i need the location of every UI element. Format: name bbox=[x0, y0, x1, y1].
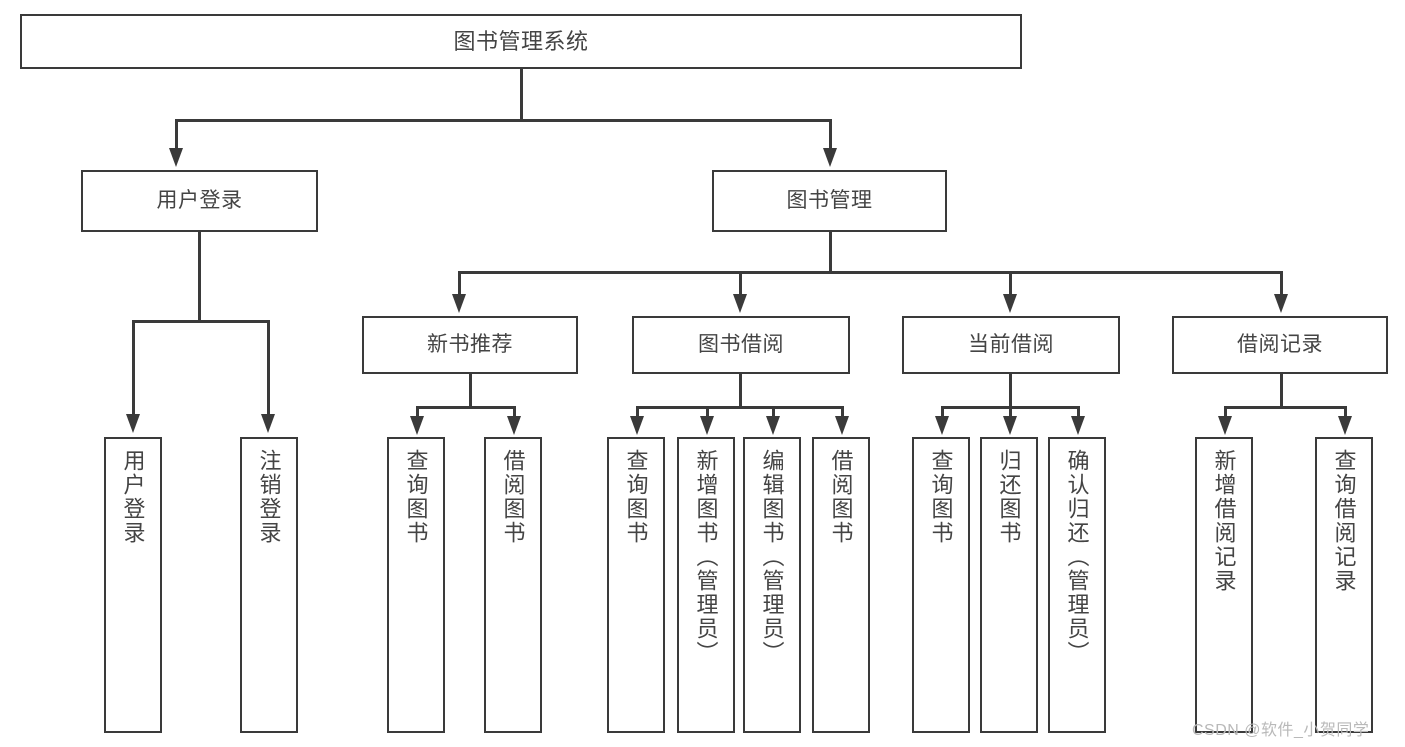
node-user-login[interactable]: 用户登录 bbox=[81, 170, 318, 232]
arrow-to-leaf-borrow-book-2 bbox=[835, 416, 849, 435]
node-book-borrow[interactable]: 图书借阅 bbox=[632, 316, 850, 374]
node-leaf-add-record[interactable]: 新增借阅记录 bbox=[1195, 437, 1253, 733]
node-label: 借阅图书 bbox=[828, 449, 854, 545]
node-borrow-record[interactable]: 借阅记录 bbox=[1172, 316, 1388, 374]
arrow-to-leaf-query-book-3 bbox=[935, 416, 949, 435]
node-label: 用户登录 bbox=[120, 449, 146, 545]
connector-drop-leaf-add-book bbox=[706, 406, 709, 418]
node-leaf-return-book[interactable]: 归还图书 bbox=[980, 437, 1038, 733]
arrow-to-borrow-record bbox=[1274, 294, 1288, 313]
connector-drop-leaf-user-logout bbox=[267, 320, 270, 416]
node-label: 注销登录 bbox=[256, 449, 282, 545]
arrow-to-leaf-user-logout bbox=[261, 414, 275, 433]
arrow-to-leaf-return-book bbox=[1003, 416, 1017, 435]
node-label: 用户登录 bbox=[156, 188, 243, 212]
node-leaf-borrow-book-1[interactable]: 借阅图书 bbox=[484, 437, 542, 733]
node-label: 图书借阅 bbox=[698, 332, 784, 356]
node-label: 新书推荐 bbox=[427, 332, 513, 356]
node-leaf-add-book[interactable]: 新增图书（管理员） bbox=[677, 437, 735, 733]
node-current-borrow[interactable]: 当前借阅 bbox=[902, 316, 1120, 374]
arrow-to-leaf-query-book-1 bbox=[410, 416, 424, 435]
node-leaf-query-book-3[interactable]: 查询图书 bbox=[912, 437, 970, 733]
node-label: 查询图书 bbox=[928, 449, 954, 545]
connector-root-drop-user-login bbox=[175, 119, 178, 150]
connector-new-book-recommend-stem bbox=[469, 374, 472, 408]
connector-drop-leaf-confirm-return bbox=[1077, 406, 1080, 418]
arrow-to-leaf-query-record bbox=[1338, 416, 1352, 435]
connector-borrow-record-stem bbox=[1280, 374, 1283, 408]
connector-new-book-recommend-bus bbox=[416, 406, 515, 409]
node-leaf-query-record[interactable]: 查询借阅记录 bbox=[1315, 437, 1373, 733]
node-label: 图书管理 bbox=[786, 188, 873, 212]
connector-drop-leaf-query-book-3 bbox=[941, 406, 944, 418]
arrow-to-book-management bbox=[823, 148, 837, 167]
arrow-to-user-login bbox=[169, 148, 183, 167]
node-leaf-edit-book[interactable]: 编辑图书（管理员） bbox=[743, 437, 801, 733]
arrow-to-leaf-add-record bbox=[1218, 416, 1232, 435]
node-label: 查询图书 bbox=[403, 449, 429, 545]
node-leaf-user-logout[interactable]: 注销登录 bbox=[240, 437, 298, 733]
node-leaf-query-book-1[interactable]: 查询图书 bbox=[387, 437, 445, 733]
arrow-to-book-borrow bbox=[733, 294, 747, 313]
node-label: 当前借阅 bbox=[968, 332, 1054, 356]
connector-root-bus bbox=[175, 119, 832, 122]
arrow-to-leaf-add-book bbox=[700, 416, 714, 435]
connector-drop-current-borrow bbox=[1009, 271, 1012, 296]
connector-level3-bus bbox=[458, 271, 1282, 274]
connector-drop-leaf-return-book bbox=[1009, 406, 1012, 418]
connector-book-borrow-bus bbox=[636, 406, 843, 409]
node-label: 查询图书 bbox=[623, 449, 649, 545]
connector-book-management-stem bbox=[829, 232, 832, 274]
arrow-to-leaf-borrow-book-1 bbox=[507, 416, 521, 435]
connector-drop-book-borrow bbox=[739, 271, 742, 296]
connector-drop-borrow-record bbox=[1280, 271, 1283, 296]
connector-drop-leaf-borrow-book-2 bbox=[841, 406, 844, 418]
connector-book-borrow-stem bbox=[739, 374, 742, 408]
node-label: 新增图书（管理员） bbox=[693, 449, 719, 665]
connector-current-borrow-stem bbox=[1009, 374, 1012, 408]
node-label: 图书管理系统 bbox=[453, 28, 589, 54]
node-label: 编辑图书（管理员） bbox=[759, 449, 785, 665]
arrow-to-leaf-confirm-return bbox=[1071, 416, 1085, 435]
connector-user-login-stem bbox=[198, 232, 201, 322]
arrow-to-leaf-edit-book bbox=[766, 416, 780, 435]
arrow-to-new-book-recommend bbox=[452, 294, 466, 313]
connector-root-stem bbox=[520, 69, 523, 121]
node-label: 借阅记录 bbox=[1237, 332, 1323, 356]
csdn-watermark: CSDN @软件_小贺同学 bbox=[1192, 722, 1370, 739]
connector-drop-leaf-add-record bbox=[1224, 406, 1227, 418]
node-new-book-recommend[interactable]: 新书推荐 bbox=[362, 316, 578, 374]
connector-drop-new-book-recommend bbox=[458, 271, 461, 296]
node-book-management[interactable]: 图书管理 bbox=[712, 170, 947, 232]
node-label: 查询借阅记录 bbox=[1331, 449, 1357, 593]
connector-drop-leaf-query-book-1 bbox=[416, 406, 419, 418]
connector-user-login-bus bbox=[132, 320, 267, 323]
connector-drop-leaf-query-record bbox=[1344, 406, 1347, 418]
arrow-to-leaf-query-book-2 bbox=[630, 416, 644, 435]
node-leaf-confirm-return[interactable]: 确认归还（管理员） bbox=[1048, 437, 1106, 733]
connector-drop-leaf-query-book-2 bbox=[636, 406, 639, 418]
node-label: 归还图书 bbox=[996, 449, 1022, 545]
connector-root-drop-book-management bbox=[829, 119, 832, 150]
arrow-to-leaf-user-login bbox=[126, 414, 140, 433]
node-leaf-borrow-book-2[interactable]: 借阅图书 bbox=[812, 437, 870, 733]
node-leaf-query-book-2[interactable]: 查询图书 bbox=[607, 437, 665, 733]
node-leaf-user-login[interactable]: 用户登录 bbox=[104, 437, 162, 733]
node-label: 新增借阅记录 bbox=[1211, 449, 1237, 593]
connector-borrow-record-bus bbox=[1224, 406, 1346, 409]
arrow-to-current-borrow bbox=[1003, 294, 1017, 313]
connector-drop-leaf-edit-book bbox=[772, 406, 775, 418]
node-label: 借阅图书 bbox=[500, 449, 526, 545]
connector-drop-leaf-user-login bbox=[132, 320, 135, 416]
node-label: 确认归还（管理员） bbox=[1064, 449, 1090, 665]
connector-drop-leaf-borrow-book-1 bbox=[513, 406, 516, 418]
node-root-system[interactable]: 图书管理系统 bbox=[20, 14, 1022, 69]
